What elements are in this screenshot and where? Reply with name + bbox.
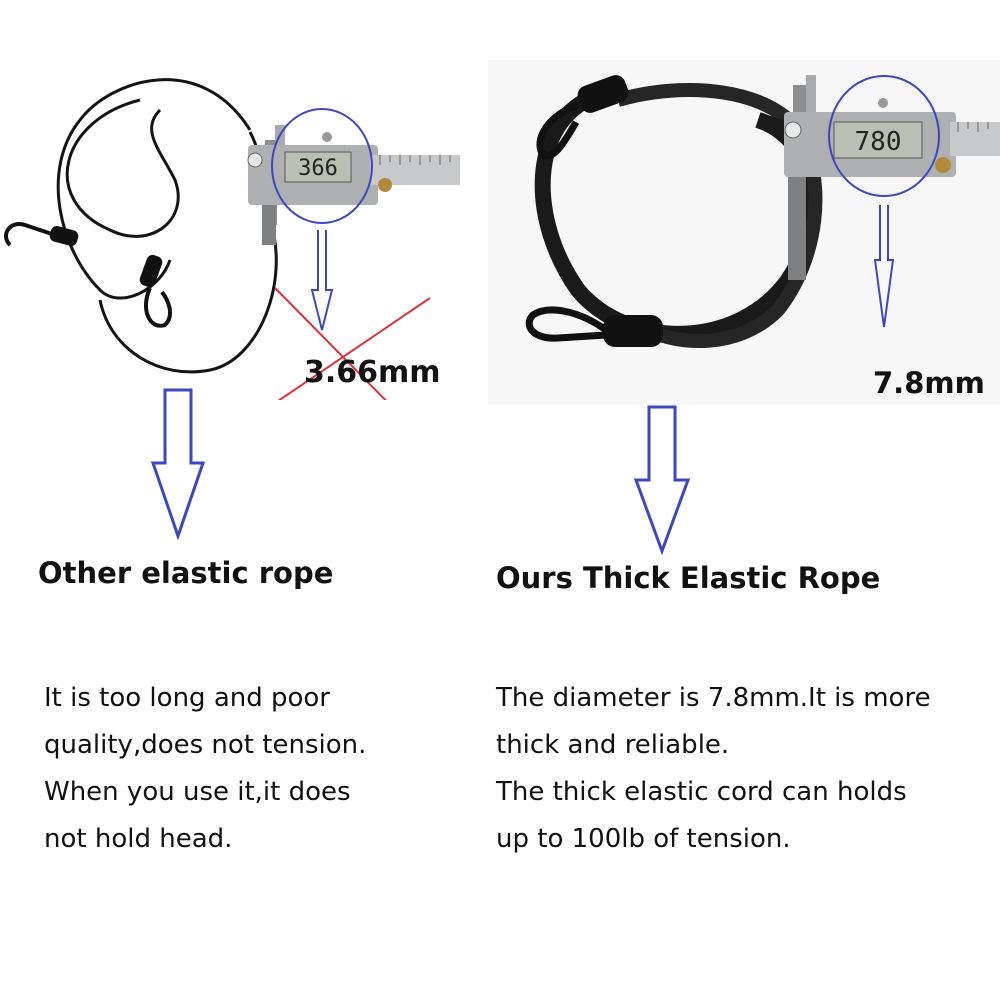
left-down-arrow-icon (150, 388, 206, 540)
left-description-line: not hold head. (44, 824, 233, 854)
right-description-line: up to 100lb of tension. (496, 824, 791, 854)
thin-rope-illustration: 366 (4, 78, 460, 428)
right-down-arrow-icon (633, 405, 691, 555)
left-pointer-arrow (310, 230, 334, 331)
left-lcd-readout: 366 (298, 156, 338, 181)
right-highlight-circle (828, 75, 940, 197)
left-heading: Other elastic rope (38, 556, 334, 590)
right-product-photo: 780 (488, 60, 1000, 405)
thick-rope-illustration: 780 (525, 75, 1000, 348)
left-highlight-circle (271, 108, 373, 224)
left-description-line: It is too long and poor (44, 683, 330, 713)
right-description-line: The thick elastic cord can holds (496, 777, 907, 807)
right-description-line: thick and reliable. (496, 730, 730, 760)
left-caliper: 366 (247, 125, 460, 245)
left-description-line: When you use it,it does (44, 777, 351, 807)
left-hook-2 (139, 254, 173, 328)
right-diameter-reading: 7.8mm (873, 366, 985, 400)
right-heading: Ours Thick Elastic Rope (496, 561, 881, 595)
right-description-line: The diameter is 7.8mm.It is more (496, 683, 931, 713)
right-pointer-arrow (873, 205, 895, 328)
left-product-photo: 366 (0, 60, 460, 428)
right-description: The diameter is 7.8mm.It is more thick a… (496, 675, 931, 863)
left-diameter-reading: 3.66mm (304, 355, 441, 390)
right-caliper: 780 (784, 75, 1000, 280)
right-lcd-readout: 780 (855, 127, 902, 157)
right-hook-2 (525, 306, 663, 347)
right-hook-1 (536, 75, 629, 160)
left-description: It is too long and poor quality,does not… (44, 675, 366, 863)
left-description-line: quality,does not tension. (44, 730, 367, 760)
left-hook-1 (4, 222, 79, 247)
